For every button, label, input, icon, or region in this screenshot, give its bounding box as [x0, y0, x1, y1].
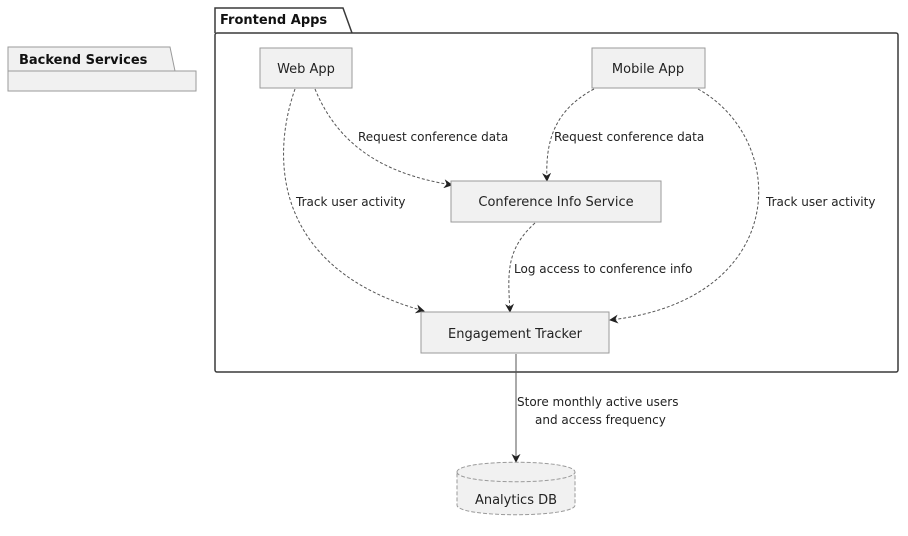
edge-label-conference-service-to-engagement-tracker: Log access to conference info: [514, 262, 692, 276]
edge-web-to-conference-service: [314, 88, 453, 189]
database-rim: [456, 471, 576, 483]
node-label: Analytics DB: [475, 493, 557, 508]
node-conference-info-service[interactable]: Conference Info Service: [450, 180, 662, 223]
node-label: Engagement Tracker: [448, 327, 583, 342]
edge-label-line-1: Store monthly active users: [517, 395, 678, 409]
node-label: Conference Info Service: [478, 195, 633, 210]
edge-label-mobile-to-conference-service: Request conference data: [554, 130, 704, 144]
edges: Request conference data Request conferen…: [283, 88, 875, 463]
edge-mobile-to-engagement-tracker: [609, 88, 760, 324]
package-backend-services: Backend Services: [7, 46, 197, 92]
node-web-app[interactable]: Web App: [259, 47, 353, 89]
edge-conference-service-to-engagement-tracker: [505, 222, 536, 313]
node-box[interactable]: [259, 47, 353, 89]
database-icon[interactable]: [456, 461, 576, 516]
node-mobile-app[interactable]: Mobile App: [591, 47, 706, 89]
node-box[interactable]: [450, 180, 662, 223]
package-title: Frontend Apps: [220, 13, 327, 28]
node-engagement-tracker[interactable]: Engagement Tracker: [420, 311, 610, 354]
edge-mobile-to-conference-service: [542, 88, 595, 182]
edge-label-web-to-engagement-tracker: Track user activity: [295, 195, 405, 209]
edge-label-mobile-to-engagement-tracker: Track user activity: [765, 195, 875, 209]
package-body: [7, 70, 197, 92]
package-tab: [214, 7, 353, 34]
package-title: Backend Services: [19, 53, 148, 68]
edge-web-to-engagement-tracker: [283, 88, 425, 314]
node-label: Mobile App: [612, 62, 684, 77]
node-box[interactable]: [591, 47, 706, 89]
node-analytics-db[interactable]: Analytics DB: [456, 461, 576, 516]
node-label: Web App: [277, 62, 335, 77]
edge-label-line-2: and access frequency: [535, 413, 666, 427]
node-box[interactable]: [420, 311, 610, 354]
edge-label-web-to-conference-service: Request conference data: [358, 130, 508, 144]
